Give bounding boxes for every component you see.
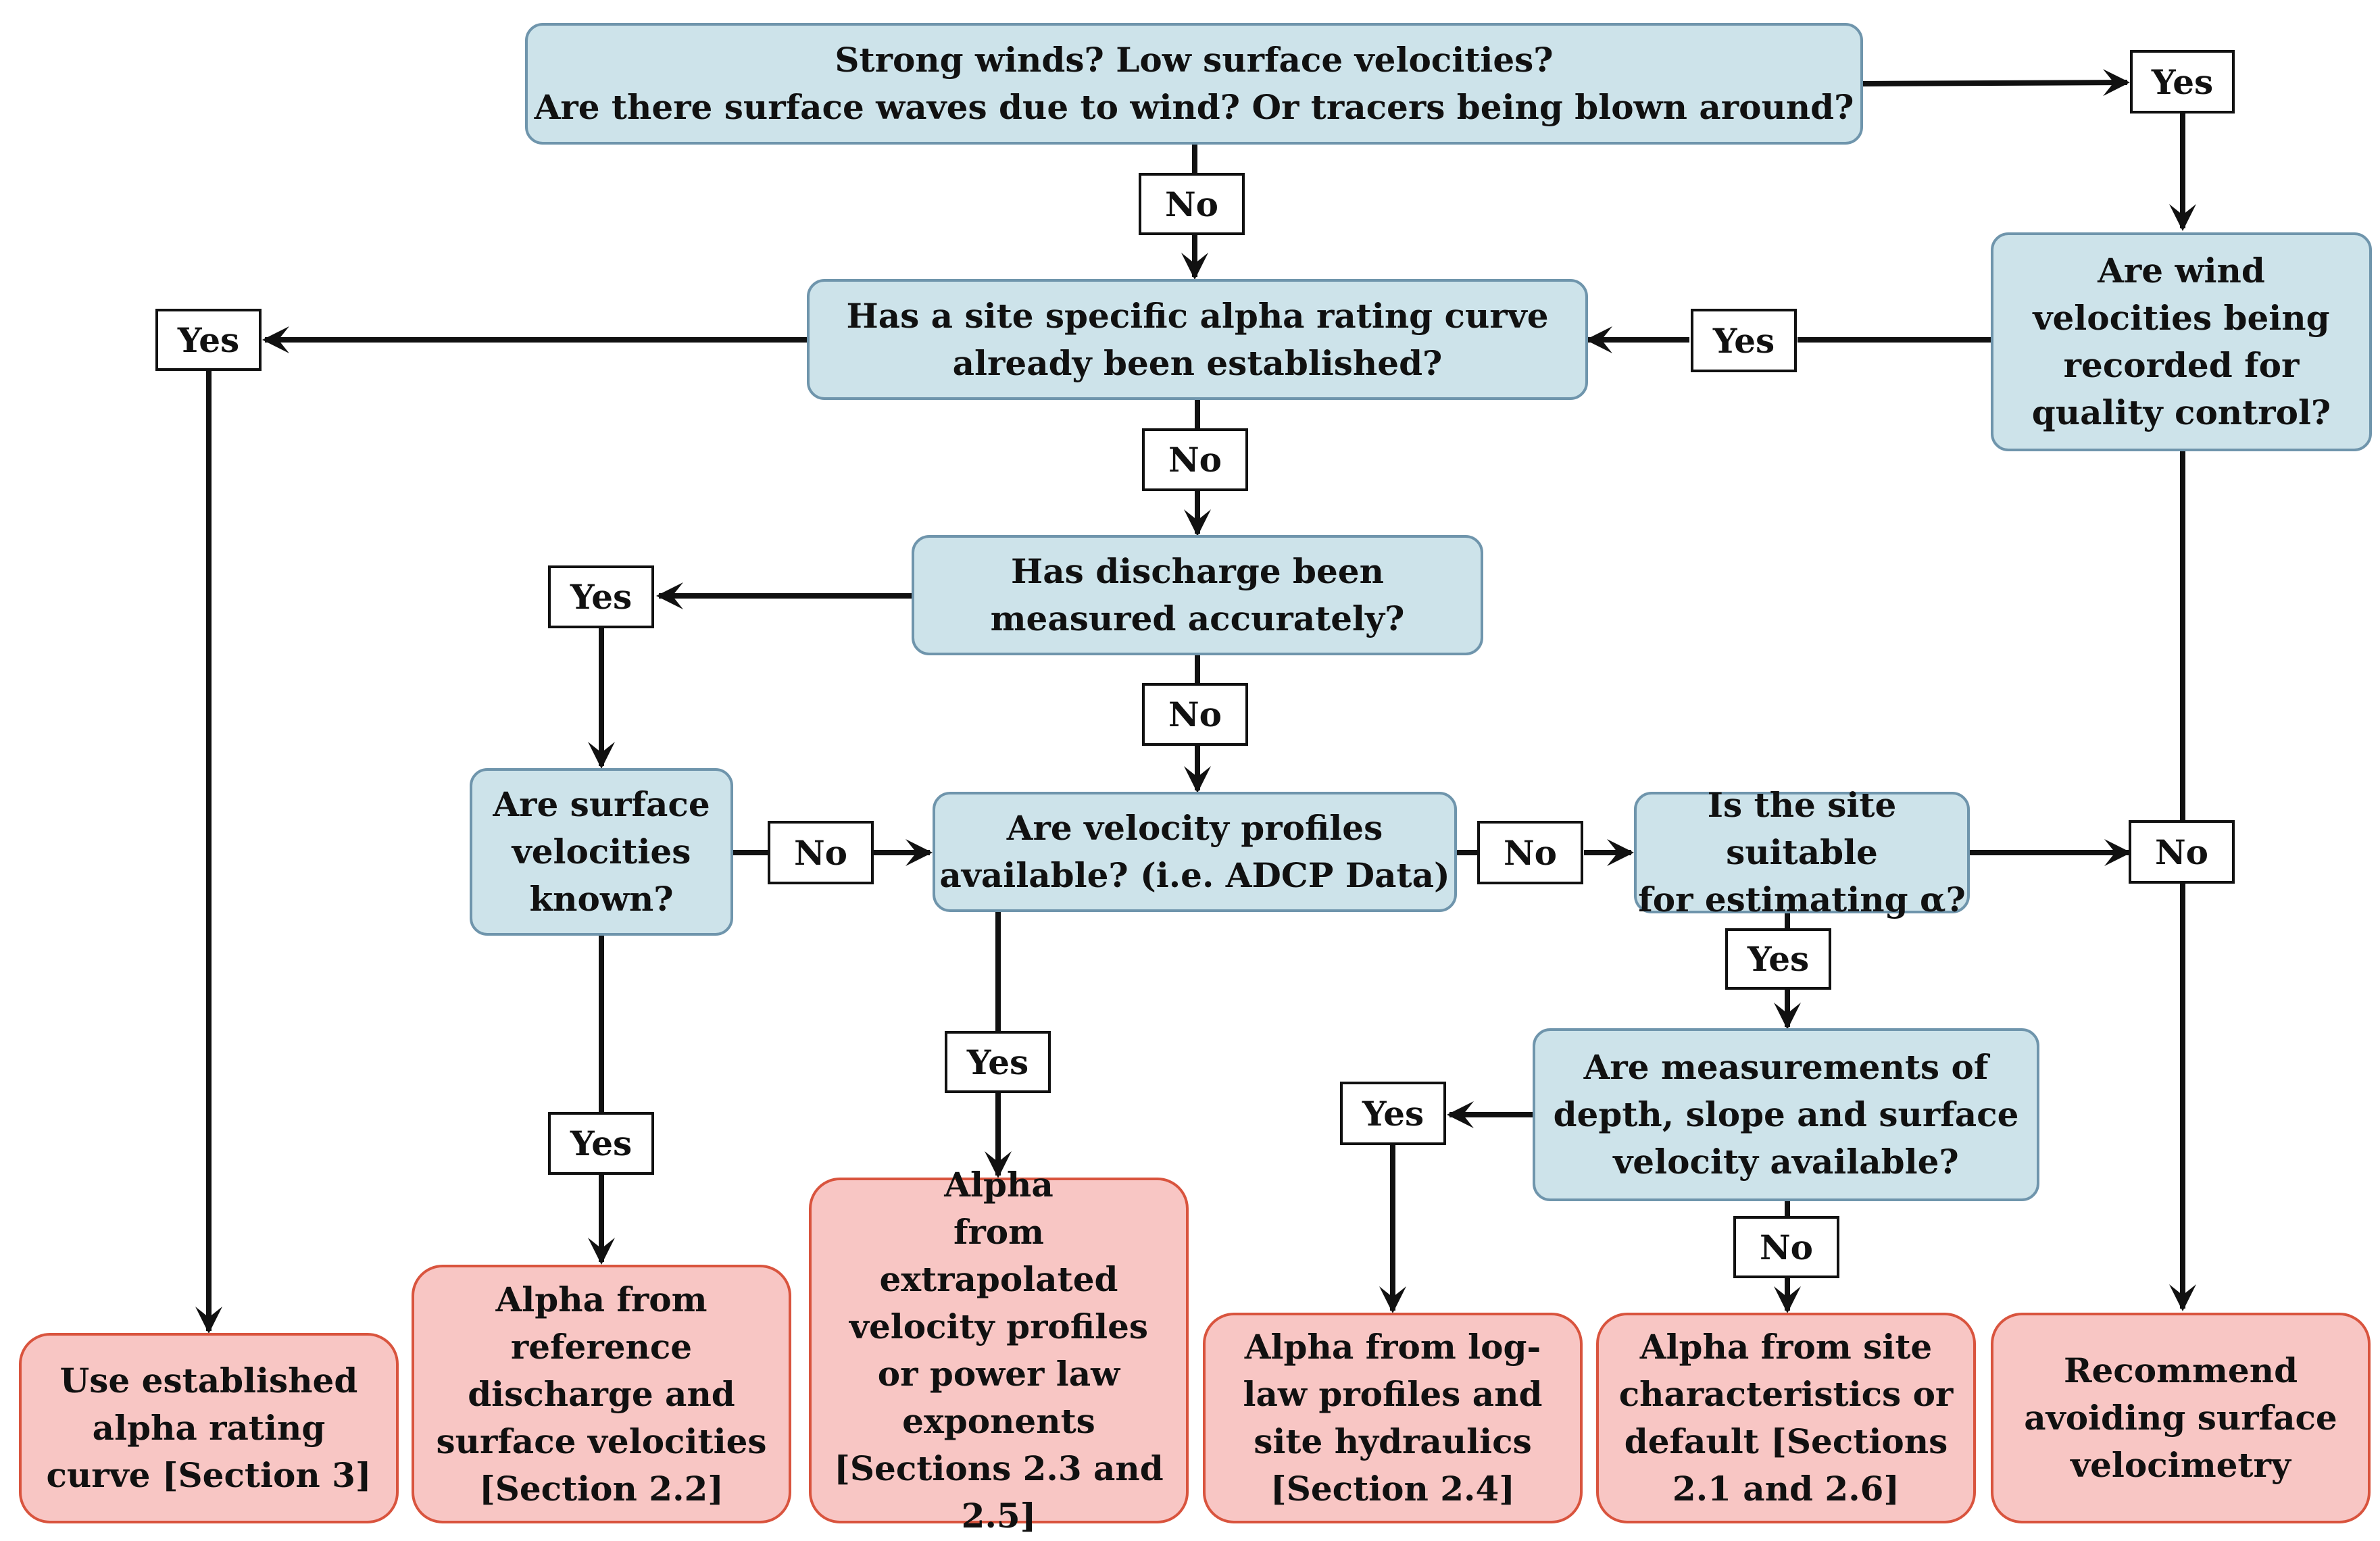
label-yes-wind: Yes [2130,50,2235,113]
question-wind-recorded: Are wind velocities being recorded for q… [1991,232,2372,451]
label-yes-discharge: Yes [548,565,654,628]
label-no-surface-known: No [768,821,874,884]
question-discharge-measured: Has discharge been measured accurately? [912,535,1483,655]
label-yes-profiles: Yes [945,1031,1051,1093]
label-yes-surface-known: Yes [548,1112,654,1175]
question-measurements-available: Are measurements of depth, slope and sur… [1533,1028,2039,1201]
label-no-measurements: No [1733,1216,1839,1278]
question-alpha-rating-curve: Has a site specific alpha rating curve a… [807,279,1588,400]
question-surface-velocities-known: Are surface velocities known? [470,768,733,936]
label-yes-site-suitable: Yes [1725,928,1831,990]
question-site-suitable: Is the site suitable for estimating α? [1634,785,1970,919]
result-use-established-curve: Use established alpha rating curve [Sect… [19,1333,399,1523]
label-no-wind: No [1139,173,1245,235]
question-velocity-profiles: Are velocity profiles available? (i.e. A… [933,792,1457,912]
result-alpha-from-site-characteristics: Alpha from site characteristics or defau… [1596,1313,1976,1523]
result-alpha-from-loglaw: Alpha from log- law profiles and site hy… [1203,1313,1583,1523]
label-no-site-suitable: No [2129,820,2235,884]
question-strong-winds: Strong winds? Low surface velocities? Ar… [525,23,1863,145]
result-alpha-from-reference: Alpha from reference discharge and surfa… [412,1265,791,1523]
label-no-discharge: No [1142,683,1248,746]
label-no-alpha-curve: No [1142,428,1248,491]
result-avoid-surface-velocimetry: Recommend avoiding surface velocimetry [1991,1313,2371,1523]
label-no-profiles: No [1477,821,1583,884]
label-yes-measurements: Yes [1340,1082,1446,1145]
arrow-wind-yes [1862,69,2130,97]
label-yes-wind-recorded: Yes [1691,309,1797,372]
label-yes-alpha-curve: Yes [155,309,262,371]
result-alpha-from-extrapolated: Alpha from extrapolated velocity profile… [809,1165,1189,1536]
